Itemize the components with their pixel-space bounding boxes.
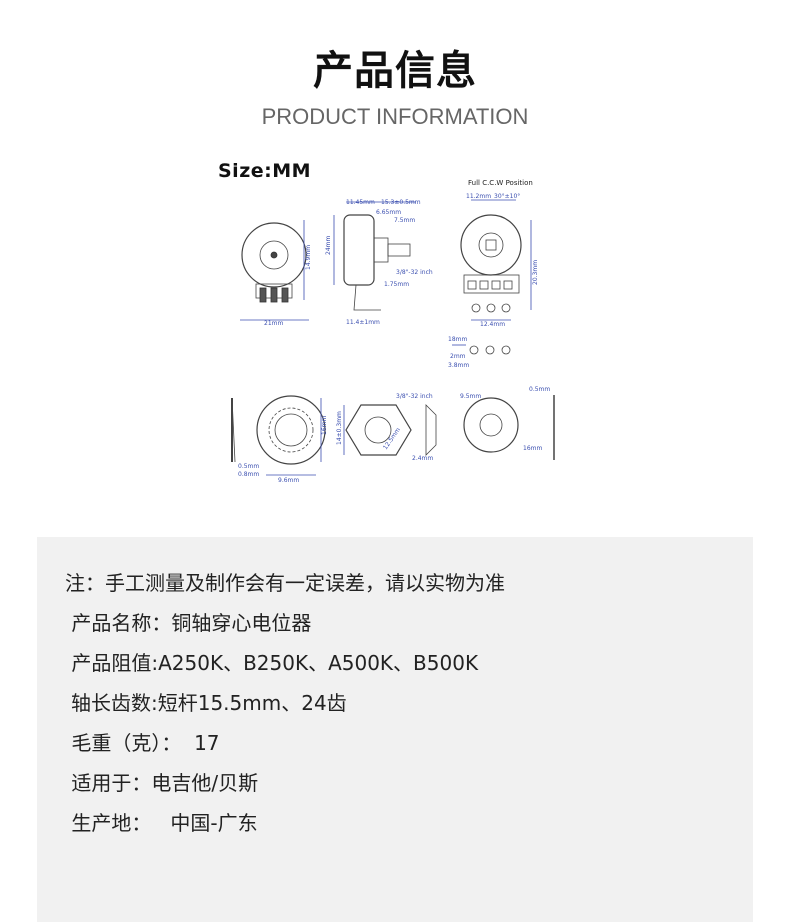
size-label: Size:MM (218, 160, 312, 182)
ccw-label: Full C.C.W Position (468, 179, 533, 187)
dim-6-65: 6.65mm (376, 209, 401, 216)
dim-14-3: 14±0.3mm (336, 411, 343, 445)
dim-11-45: 11.45mm (346, 199, 375, 206)
dim-0-5-right: 0.5mm (529, 386, 550, 393)
lock-washer (256, 395, 326, 476)
dim-16-right: 16mm (523, 445, 542, 452)
dim-1-75: 1.75mm (384, 281, 409, 288)
dim-24: 24mm (325, 236, 332, 255)
dim-9-6: 9.6mm (278, 477, 299, 484)
dim-3-8: 3.8mm (448, 362, 469, 369)
note-line: 注：手工测量及制作会有一定误差，请以实物为准 (65, 571, 505, 595)
dim-7-5: 7.5mm (394, 217, 415, 224)
lug-detail (452, 344, 511, 355)
nut-side (425, 404, 437, 456)
dim-9-5: 9.5mm (460, 393, 481, 400)
page-title: 产品信息 (313, 48, 477, 94)
dim-16: 16mm (321, 416, 328, 435)
info-panel: 注：手工测量及制作会有一定误差，请以实物为准 产品名称：铜轴穿心电位器 产品阻值… (37, 537, 753, 922)
usage-line: 适用于：电吉他/贝斯 (65, 771, 259, 795)
dim-18: 18mm (448, 336, 467, 343)
hex-nut (343, 404, 412, 456)
side-view (333, 201, 416, 311)
washer-side (231, 397, 236, 463)
origin-line: 生产地： 中国-广东 (65, 811, 258, 835)
page-subtitle: PRODUCT INFORMATION (261, 104, 529, 129)
dim-20-3: 20.3mm (532, 260, 539, 285)
dim-30: 30°±10° (494, 193, 520, 200)
dim-2: 2mm (450, 353, 466, 360)
dim-11-2: 11.2mm (466, 193, 491, 200)
dim-thread-bottom: 3/8"-32 inch (396, 393, 433, 400)
dim-12-5: 12.5mm (382, 426, 402, 451)
dim-11-4: 11.4±1mm (346, 319, 380, 326)
dim-12-4: 12.4mm (480, 321, 505, 328)
dim-0-5: 0.5mm (238, 463, 259, 470)
resistance-line: 产品阻值:A250K、B250K、A500K、B500K (65, 651, 479, 675)
dim-14-9: 14.9mm (305, 245, 312, 270)
dim-15-3: 15.3±0.5mm (381, 199, 421, 206)
potentiometer-schematic: 21mm 14.9mm 11.45mm 15.3±0.5mm 6.65mm 7.… (231, 179, 555, 484)
flat-washer (463, 395, 555, 460)
dim-0-8: 0.8mm (238, 471, 259, 478)
dim-thread: 3/8"-32 inch (396, 269, 433, 276)
dim-21: 21mm (264, 320, 283, 327)
technical-drawing: 21mm 14.9mm 11.45mm 15.3±0.5mm 6.65mm 7.… (216, 160, 566, 502)
weight-line: 毛重（克）： 17 (65, 731, 220, 755)
product-name-line: 产品名称：铜轴穿心电位器 (65, 611, 312, 635)
dim-2-4: 2.4mm (412, 455, 433, 462)
front-view (240, 220, 309, 321)
rear-view (460, 199, 532, 321)
shaft-line: 轴长齿数:短杆15.5mm、24齿 (71, 691, 347, 715)
